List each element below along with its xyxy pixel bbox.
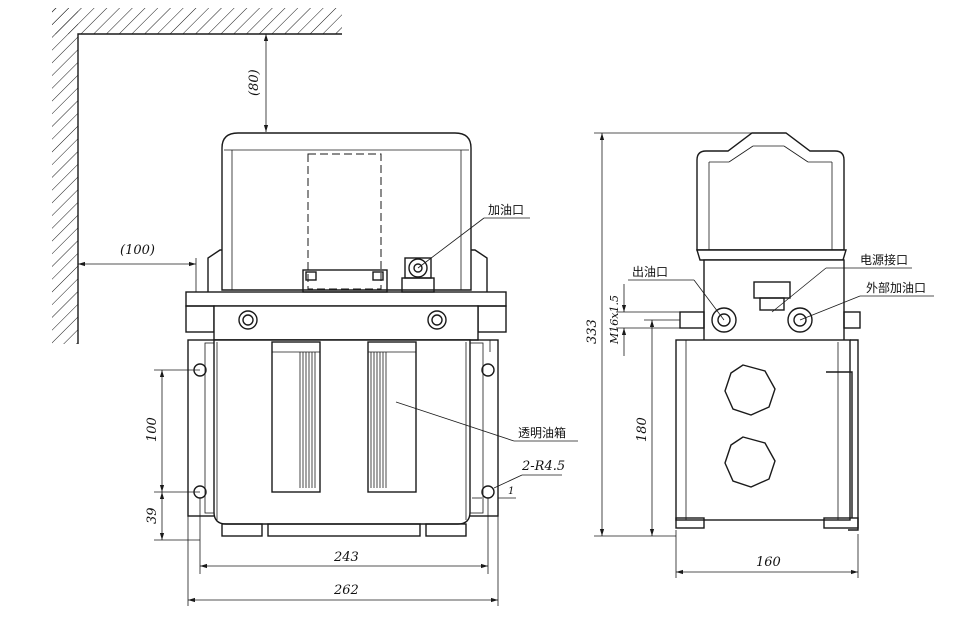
dim-hole-small: 1 bbox=[508, 486, 514, 497]
dim-width-outer: 262 bbox=[333, 583, 359, 598]
window-lower bbox=[724, 436, 776, 488]
cover bbox=[221, 132, 472, 291]
label-transparent-tank: 透明油箱 bbox=[518, 425, 566, 440]
label-oil-outlet: 出油口 bbox=[632, 265, 668, 279]
label-external-refuel: 外部加油口 bbox=[866, 280, 926, 295]
window-upper bbox=[724, 364, 776, 416]
dim-height-body: 180 bbox=[635, 417, 650, 442]
dim-clearance-side: (100) bbox=[120, 243, 155, 258]
front-view bbox=[185, 132, 507, 537]
dim-hole-radius: 2-R4.5 bbox=[521, 459, 565, 474]
side-cover bbox=[696, 132, 845, 251]
label-refuel-port: 加油口 bbox=[488, 203, 524, 217]
dim-depth: 160 bbox=[756, 555, 781, 570]
dim-height-total: 333 bbox=[585, 319, 600, 344]
side-body bbox=[675, 339, 851, 521]
level-scale-right bbox=[368, 351, 416, 488]
side-head bbox=[703, 259, 845, 343]
side-view bbox=[675, 132, 861, 531]
dim-hole-offset: 39 bbox=[145, 507, 160, 524]
dim-thread: M16x1.5 bbox=[608, 295, 621, 345]
front-dimensions: (80) (100) 100 39 243 262 2-R4.5 1 bbox=[78, 34, 578, 606]
dim-clearance-top: (80) bbox=[247, 69, 262, 96]
label-power-port: 电源接口 bbox=[860, 252, 908, 267]
head-base bbox=[185, 291, 507, 307]
level-scale-left bbox=[272, 351, 320, 488]
dim-width-inner: 243 bbox=[333, 550, 359, 565]
hidden-reservoir bbox=[307, 153, 382, 290]
dim-hole-spacing: 100 bbox=[145, 417, 160, 442]
mount-hole-br bbox=[481, 485, 495, 499]
side-dimensions: 333 M16x1.5 180 160 bbox=[585, 132, 934, 578]
mount-hole-tr bbox=[481, 363, 495, 377]
transparent-tank bbox=[213, 339, 471, 525]
